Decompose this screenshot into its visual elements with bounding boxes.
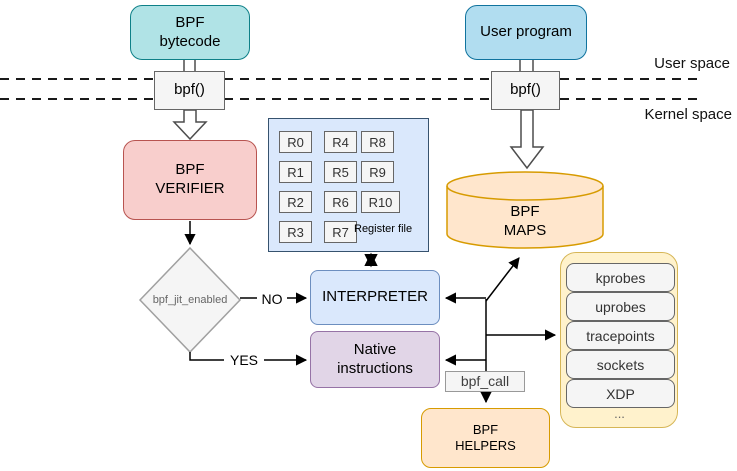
register-r2: R2 (279, 191, 312, 213)
hook-kprobes: kprobes (566, 263, 675, 292)
syscall-to-maps-block-arrow (509, 109, 545, 170)
register-r0: R0 (279, 131, 312, 153)
hooks-container: kprobes uprobes tracepoints sockets XDP … (560, 252, 678, 428)
decision-yes-arrow (189, 352, 308, 366)
bpf-verifier-node: BPF VERIFIER (123, 140, 257, 220)
bpf-syscall-left-node: bpf() (154, 71, 225, 110)
bpf-syscall-right-node: bpf() (491, 71, 560, 110)
kernel-space-label: Kernel space (644, 106, 732, 123)
bpf-call-label: bpf_call (445, 371, 525, 392)
hook-xdp: XDP (566, 379, 675, 408)
bpf-bytecode-node: BPF bytecode (130, 5, 250, 60)
register-r1: R1 (279, 161, 312, 183)
hook-ellipsis: ... (614, 405, 625, 421)
register-r4: R4 (324, 131, 357, 153)
no-edge-label: NO (257, 291, 287, 307)
yes-edge-label: YES (224, 352, 264, 368)
bpf-helpers-node: BPF HELPERS (421, 408, 550, 468)
hook-sockets: sockets (566, 350, 675, 379)
register-r10: R10 (361, 191, 400, 213)
user-program-node: User program (465, 5, 587, 60)
native-instructions-node: Native instructions (310, 331, 440, 388)
register-r3: R3 (279, 221, 312, 243)
bpf-maps-node: BPF MAPS (503, 203, 547, 239)
register-r7: R7 (324, 221, 357, 243)
register-r9: R9 (361, 161, 394, 183)
register-r8: R8 (361, 131, 394, 153)
hook-tracepoints: tracepoints (566, 321, 675, 350)
interpreter-node: INTERPRETER (310, 270, 440, 325)
maps-cylinder-shape (446, 171, 604, 249)
register-r5: R5 (324, 161, 357, 183)
syscall-to-verifier-block-arrow (172, 109, 208, 141)
user-space-label: User space (654, 55, 730, 72)
register-file-container: R0 R4 R8 R1 R5 R9 R2 R6 R10 R3 R7 Regist… (268, 118, 429, 252)
register-r6: R6 (324, 191, 357, 213)
decision-label: bpf_jit_enabled (152, 294, 228, 306)
hub-to-maps-arrow (485, 257, 520, 302)
hook-uprobes: uprobes (566, 292, 675, 321)
register-file-label: Register file (354, 223, 413, 235)
